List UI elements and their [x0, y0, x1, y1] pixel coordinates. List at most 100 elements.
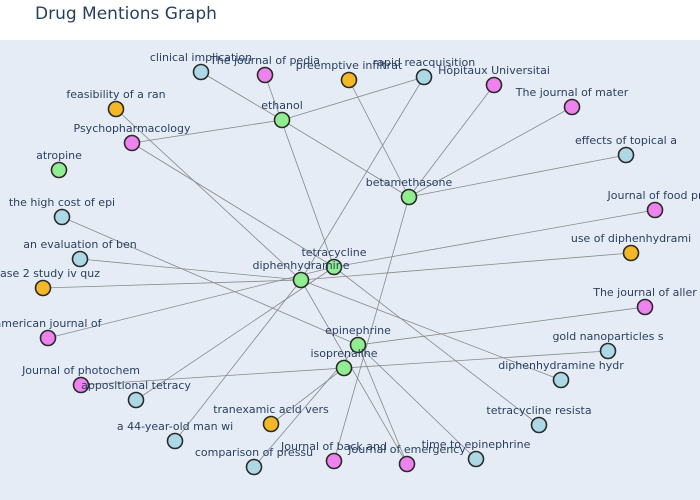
labels-layer: ethanolbetamethasonetetracyclinediphenhy…: [0, 51, 700, 459]
node-label-epinephrine: epinephrine: [325, 324, 391, 337]
edge-ethanol-rapid-reacquisition: [281, 76, 425, 121]
node-diphenhydramine[interactable]: [292, 271, 310, 289]
node-label-comparison-pressu: comparison of pressu: [195, 446, 313, 459]
node-label-use-diphenhydrami: use of diphenhydrami: [571, 232, 691, 245]
edge-betamethasone-hopitaux-universitai: [408, 84, 495, 198]
edge-diphenhydramine-diphenhydramine-hydr: [300, 279, 562, 381]
edge-epinephrine-journal-aller: [357, 306, 646, 346]
node-label-diphenhydramine-hydr: diphenhydramine hydr: [498, 359, 624, 372]
edge-rapid-reacquisition-diphenhydramine: [300, 76, 425, 281]
edge-phase2-iv-quz-diphenhydramine: [42, 279, 302, 289]
edge-diphenhydramine-journal-emergency: [300, 279, 408, 465]
edge-ethanol-betamethasone: [281, 119, 410, 198]
node-clinical-implication[interactable]: [192, 63, 210, 81]
edge-tetracycline-appositional-tetracy: [135, 266, 335, 401]
edge-betamethasone-journal-mater: [408, 106, 573, 198]
edge-betamethasone-journal-back: [333, 196, 410, 462]
node-label-tranexamic-acid: tranexamic acid vers: [213, 403, 329, 416]
edge-diphenhydramine-use-diphenhydrami: [300, 252, 632, 281]
nodes-layer: [34, 63, 664, 476]
node-label-preemptive-infiltrat: preemptive infiltrat: [296, 59, 403, 72]
edge-psychopharmacology-ethanol: [131, 119, 283, 144]
node-label-phase2-iv-quz: phase 2 study iv quz: [0, 267, 100, 280]
node-label-psychopharmacology: Psychopharmacology: [74, 122, 191, 135]
node-preemptive-infiltrat[interactable]: [340, 71, 358, 89]
node-label-gold-nanoparticles: gold nanoparticles s: [552, 330, 663, 343]
plot-background: [0, 40, 700, 500]
edge-tranexamic-acid-isoprenaline: [270, 367, 345, 425]
node-label-diphenhydramine: diphenhydramine: [253, 259, 350, 272]
node-label-feasibility-ran: feasibility of a ran: [66, 88, 165, 101]
node-label-american-journal: american journal of: [0, 317, 103, 330]
node-comparison-pressu[interactable]: [245, 458, 263, 476]
node-isoprenaline[interactable]: [335, 359, 353, 377]
edge-psychopharmacology-tetracycline: [131, 142, 335, 268]
edge-high-cost-epi-epinephrine: [61, 216, 359, 346]
node-label-evaluation-ben: an evaluation of ben: [23, 238, 136, 251]
node-journal-back[interactable]: [325, 452, 343, 470]
node-tetracycline[interactable]: [325, 258, 343, 276]
node-label-atropine: atropine: [36, 149, 82, 162]
node-man-44[interactable]: [166, 432, 184, 450]
edge-betamethasone-effects-topical: [408, 154, 627, 198]
node-label-journal-aller: The journal of aller: [592, 286, 697, 299]
node-label-journal-pedia: The journal of pedia: [209, 54, 320, 67]
node-diphenhydramine-hydr[interactable]: [552, 371, 570, 389]
node-american-journal[interactable]: [39, 329, 57, 347]
node-label-time-epinephrine: time to epinephrine: [422, 438, 531, 451]
node-evaluation-ben[interactable]: [71, 250, 89, 268]
node-time-epinephrine[interactable]: [467, 450, 485, 468]
chart-title: Drug Mentions Graph: [35, 4, 217, 24]
node-phase2-iv-quz[interactable]: [34, 279, 52, 297]
edge-tetracycline-journal-food: [333, 209, 656, 268]
node-atropine[interactable]: [50, 161, 68, 179]
node-betamethasone[interactable]: [400, 188, 418, 206]
edge-clinical-implication-ethanol: [200, 71, 283, 121]
node-label-betamethasone: betamethasone: [366, 176, 453, 189]
node-label-effects-topical: effects of topical a: [575, 134, 677, 147]
edge-evaluation-ben-diphenhydramine: [79, 258, 302, 281]
node-label-high-cost-epi: the high cost of epi: [9, 196, 115, 209]
edge-epinephrine-time-epinephrine: [357, 344, 477, 460]
edges-layer: [42, 71, 656, 468]
node-label-journal-photochem: Journal of photochem: [21, 364, 140, 377]
node-tranexamic-acid[interactable]: [262, 415, 280, 433]
node-label-journal-mater: The journal of mater: [515, 86, 629, 99]
node-use-diphenhydrami[interactable]: [622, 244, 640, 262]
edge-epinephrine-journal-emergency: [357, 344, 408, 465]
edge-diphenhydramine-man-44: [174, 279, 302, 442]
node-psychopharmacology[interactable]: [123, 134, 141, 152]
edge-feasibility-ran-diphenhydramine: [115, 108, 302, 281]
node-label-isoprenaline: isoprenaline: [310, 347, 377, 360]
edge-journal-pedia-tetracycline: [264, 74, 335, 268]
node-journal-pedia[interactable]: [256, 66, 274, 84]
node-journal-aller[interactable]: [636, 298, 654, 316]
node-rapid-reacquisition[interactable]: [415, 68, 433, 86]
edge-tetracycline-tetracycline-resista: [333, 266, 540, 426]
node-feasibility-ran[interactable]: [107, 100, 125, 118]
node-label-man-44: a 44-year-old man wi: [117, 420, 233, 433]
node-label-hopitaux-universitai: Hôpitaux Universitai: [438, 64, 550, 77]
node-journal-photochem[interactable]: [72, 376, 90, 394]
node-label-appositional-tetracy: appositional tetracy: [81, 379, 191, 392]
node-tetracycline-resista[interactable]: [530, 416, 548, 434]
node-ethanol[interactable]: [273, 111, 291, 129]
node-label-journal-food: Journal of food pr: [607, 189, 700, 202]
node-epinephrine[interactable]: [349, 336, 367, 354]
node-label-clinical-implication: clinical implication: [150, 51, 252, 64]
edge-preemptive-infiltrat-betamethasone: [348, 79, 410, 198]
node-label-journal-back: Journal of back and: [280, 440, 387, 453]
node-label-journal-emergency: Journal of emergency: [347, 443, 466, 456]
node-high-cost-epi[interactable]: [53, 208, 71, 226]
node-gold-nanoparticles[interactable]: [599, 342, 617, 360]
node-effects-topical[interactable]: [617, 146, 635, 164]
node-label-rapid-reacquisition: rapid reacquisition: [373, 56, 476, 69]
node-hopitaux-universitai[interactable]: [485, 76, 503, 94]
node-journal-emergency[interactable]: [398, 455, 416, 473]
node-label-tetracycline: tetracycline: [301, 246, 366, 259]
node-journal-mater[interactable]: [563, 98, 581, 116]
node-journal-food[interactable]: [646, 201, 664, 219]
node-label-ethanol: ethanol: [261, 99, 303, 112]
node-appositional-tetracy[interactable]: [127, 391, 145, 409]
